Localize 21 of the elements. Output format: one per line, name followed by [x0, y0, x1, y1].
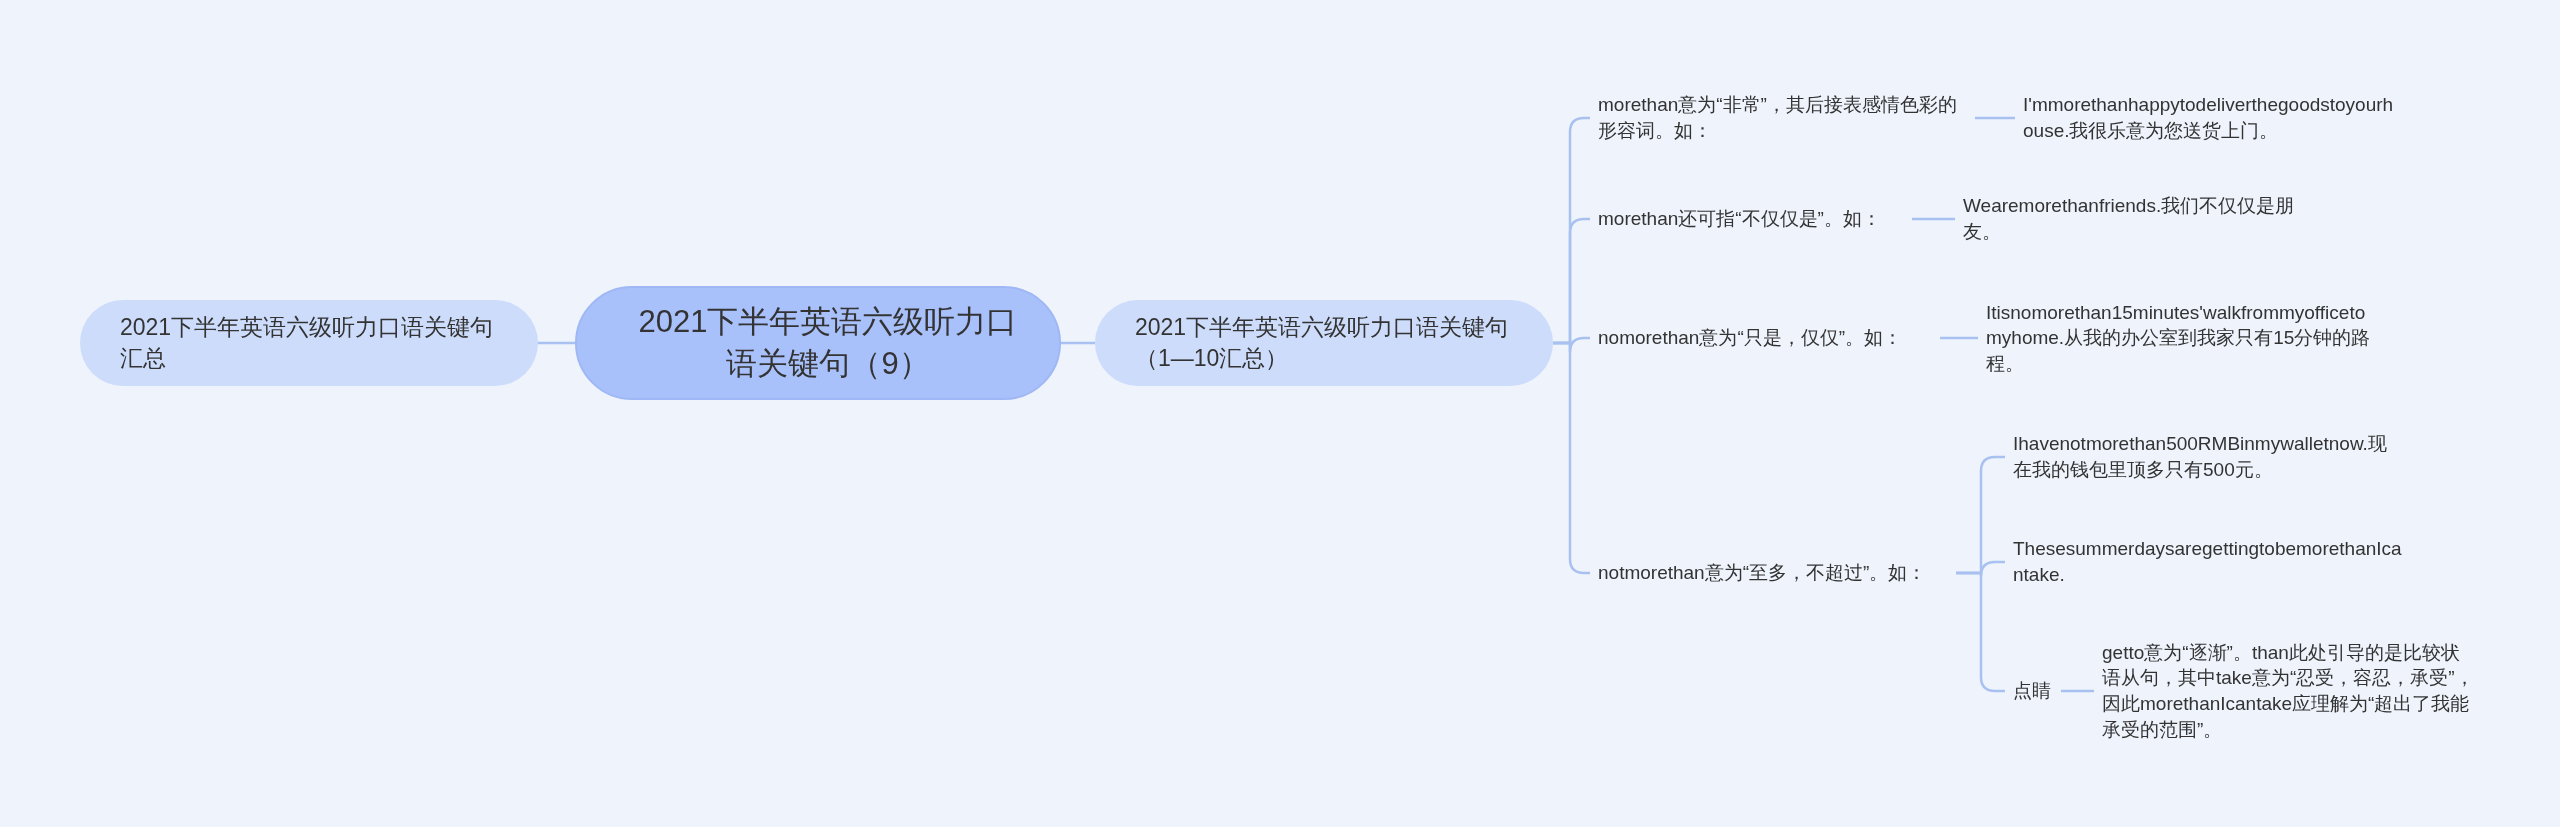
- branch-text: morethan意为“非常”，其后接表感情色彩的形容词。如：: [1590, 88, 1975, 148]
- connector-line: [1975, 116, 2015, 120]
- central-topic: 2021下半年英语六级听力口语关键句（9）: [575, 286, 1061, 400]
- branch-text: 点睛: [2005, 671, 2061, 711]
- connector-line: [1912, 217, 1955, 221]
- branch-text: I'mmorethanhappytodeliverthegoodstoyourhouse.我很乐意为您送货上门。: [2015, 88, 2395, 148]
- branch-text: morethan还可指“不仅仅是”。如：: [1590, 199, 1912, 239]
- branch-text: ThesesummerdaysaregettingtobemorethanIcantake.: [2005, 532, 2405, 592]
- branch-text: Ihavenotmorethan500RMBinmywalletnow.现在我的钱包里顶多只有500元。: [2005, 427, 2405, 487]
- branch-text: getto意为“逐渐”。than此处引导的是比较状语从句，其中take意为“忍受，容忍，承受”，因此morethanIcantake应理解为“超出了我能承受的范围”。: [2094, 631, 2476, 751]
- topic-pill: 2021下半年英语六级听力口语关键句汇总: [80, 300, 538, 386]
- branch-text: nomorethan意为“只是，仅仅”。如：: [1590, 318, 1940, 358]
- branch-text: Wearemorethanfriends.我们不仅仅是朋友。: [1955, 189, 2325, 249]
- connector-line: [1940, 336, 1978, 340]
- connector-line: [2061, 689, 2094, 693]
- connector-line: [1956, 571, 2005, 693]
- branch-text: Itisnomorethan15minutes'walkfrommyofficetomyhome.从我的办公室到我家只有15分钟的路程。: [1978, 293, 2378, 383]
- branch-text: notmorethan意为“至多，不超过”。如：: [1590, 553, 1956, 593]
- connector-line: [1061, 341, 1095, 345]
- connector-line: [538, 341, 575, 345]
- topic-pill: 2021下半年英语六级听力口语关键句（1—10汇总）: [1095, 300, 1553, 386]
